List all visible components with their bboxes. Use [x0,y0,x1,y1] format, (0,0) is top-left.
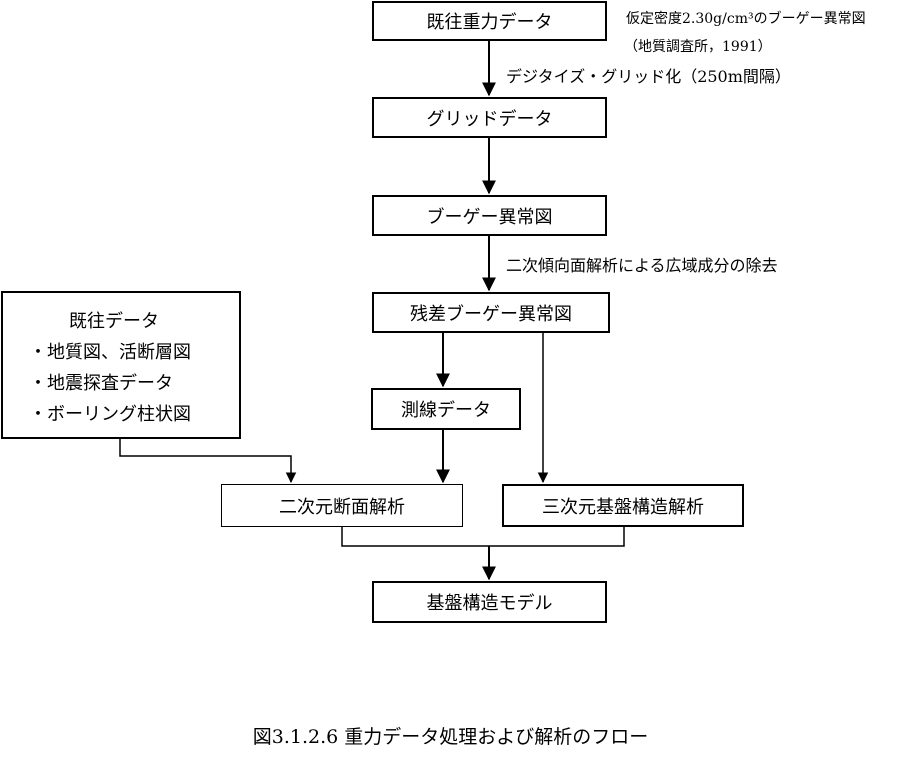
trend-removal-label: 二次傾向面解析による広域成分の除去 [506,256,778,275]
source-note: 仮定密度2.30g/cm³のブーゲー異常図 [626,11,866,27]
node-basement-model: 基盤構造モデル [372,581,607,623]
node-existing-gravity: 既往重力データ [372,1,607,41]
node-grid-data: グリッドデータ [372,97,607,138]
merge-line [341,527,625,547]
node-2d-section: 二次元断面解析 [221,484,463,527]
existing-data-box: 既往データ ・地質図、活断層図 ・地震探査データ ・ボーリング柱状図 [1,291,241,439]
existing-data-item: ・地震探査データ [29,373,173,394]
node-3d-structure: 三次元基盤構造解析 [502,484,744,527]
arrow-existing-to-2d [119,439,297,484]
node-survey-line: 測線データ [371,388,521,430]
source-citation: （地質調査所，1991） [624,39,772,55]
existing-data-item: ・ボーリング柱状図 [29,404,191,425]
figure-caption: 図3.1.2.6 重力データ処理および解析のフロー [252,726,649,748]
node-bouguer-map: ブーゲー異常図 [372,195,607,236]
existing-data-title: 既往データ [69,311,159,332]
digitize-label: デジタイズ・グリッド化（250m間隔） [506,67,791,86]
existing-data-item: ・地質図、活断層図 [29,342,191,363]
node-residual-bouguer: 残差ブーゲー異常図 [372,292,610,333]
